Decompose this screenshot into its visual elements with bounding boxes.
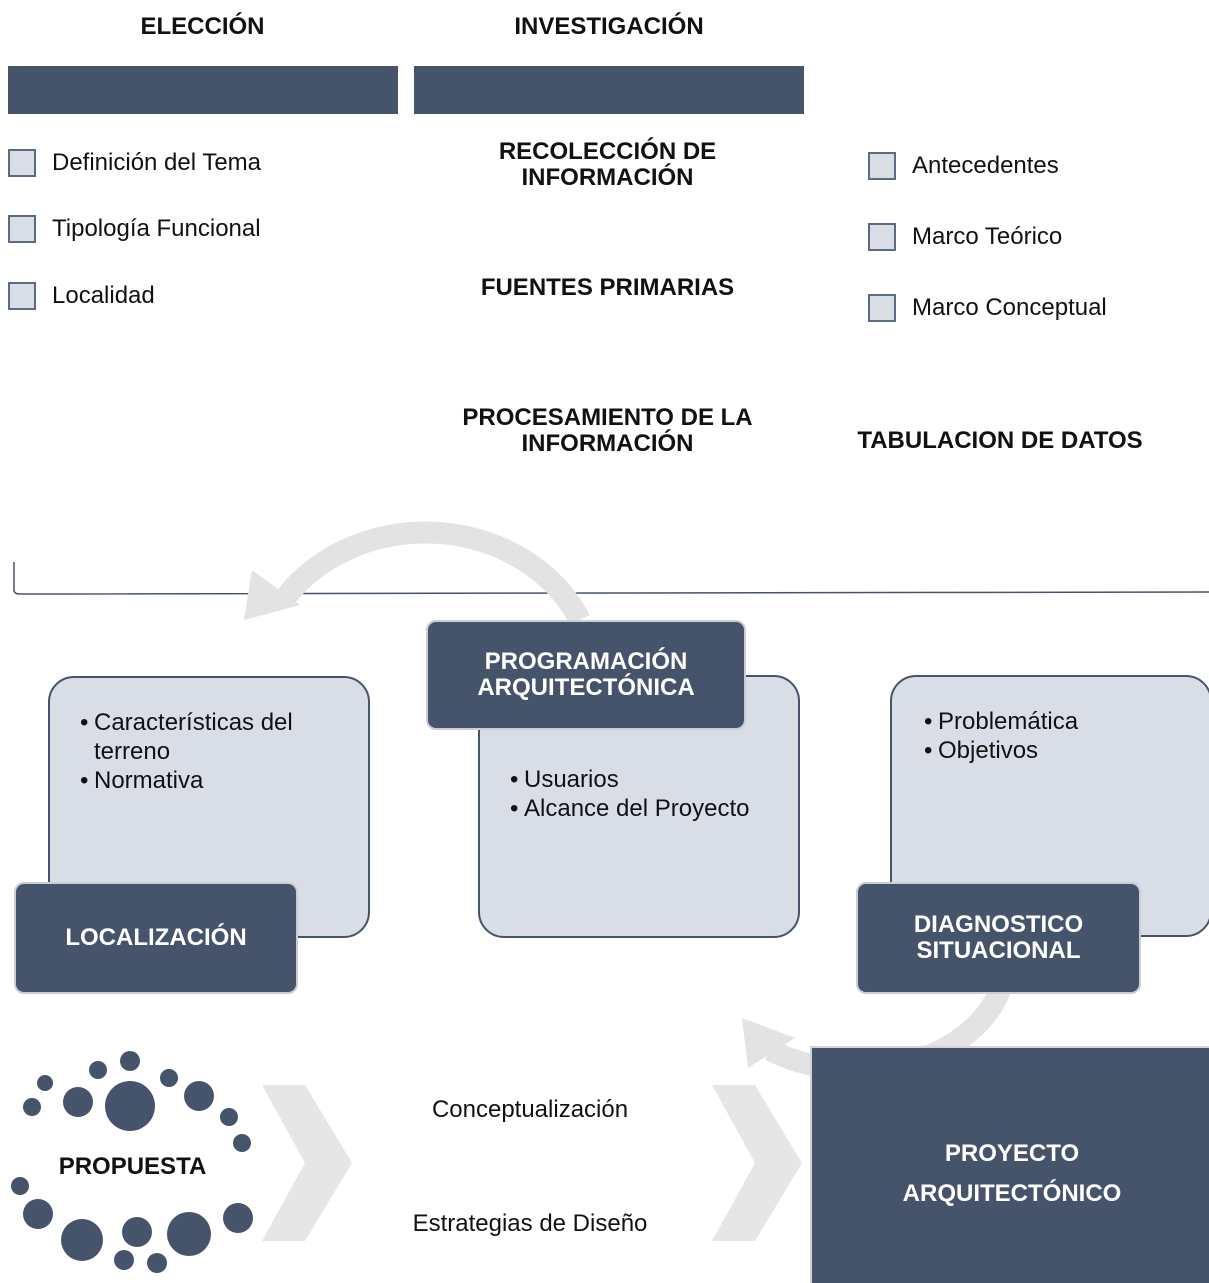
- programacion-bullets: Usuarios Alcance del Proyecto: [510, 765, 790, 823]
- bullet-item: Normativa: [80, 766, 360, 795]
- cycle-arrowhead-bottom: [742, 1018, 795, 1068]
- diagnostico-title: DIAGNOSTICO SITUACIONAL: [856, 882, 1141, 994]
- checkbox-icon: [868, 223, 896, 251]
- checkbox-icon: [868, 294, 896, 322]
- proyecto-box: PROYECTO ARQUITECTÓNICO: [810, 1046, 1209, 1283]
- conceptualizacion-label: Conceptualización: [431, 1096, 629, 1123]
- chevron-1-icon: [262, 1085, 352, 1241]
- marco-item-label: Marco Teórico: [912, 223, 1063, 250]
- bullet-item: Características del terreno: [80, 708, 360, 766]
- localizacion-bullets: Características del terreno Normativa: [80, 708, 360, 795]
- checkbox-icon: [8, 149, 36, 177]
- localizacion-title: LOCALIZACIÓN: [14, 882, 298, 994]
- estrategias-label: Estrategias de Diseño: [412, 1210, 648, 1237]
- eleccion-item-label: Definición del Tema: [52, 149, 262, 176]
- checkbox-icon: [8, 282, 36, 310]
- programacion-title: PROGRAMACIÓN ARQUITECTÓNICA: [426, 620, 746, 730]
- investigacion-heading: INVESTIGACIÓN: [514, 13, 704, 40]
- diagnostico-bullets: Problemática Objetivos: [924, 707, 1184, 765]
- cycle-arrow-top: [276, 521, 590, 626]
- bullet-item: Usuarios: [510, 765, 790, 794]
- eleccion-item: Definición del Tema: [8, 149, 261, 177]
- fuentes-heading: FUENTES PRIMARIAS: [480, 274, 735, 301]
- eleccion-heading: ELECCIÓN: [140, 13, 265, 40]
- chevron-2-icon: [712, 1085, 802, 1241]
- marco-item-label: Antecedentes: [912, 152, 1059, 179]
- marco-item: Antecedentes: [868, 152, 1059, 180]
- tabulacion-heading: TABULACION DE DATOS: [857, 427, 1143, 454]
- propuesta-dots: [11, 1051, 253, 1273]
- bullet-item: Alcance del Proyecto: [510, 794, 790, 823]
- eleccion-item-label: Localidad: [52, 282, 155, 309]
- bracket-line: [13, 562, 1209, 595]
- checkbox-icon: [868, 152, 896, 180]
- eleccion-item: Localidad: [8, 282, 155, 310]
- bullet-item: Objetivos: [924, 736, 1184, 765]
- propuesta-label: PROPUESTA: [58, 1153, 207, 1180]
- marco-item: Marco Conceptual: [868, 294, 1107, 322]
- marco-item: Marco Teórico: [868, 223, 1062, 251]
- bullet-item: Problemática: [924, 707, 1184, 736]
- recoleccion-heading: RECOLECCIÓN DE INFORMACIÓN: [498, 138, 717, 191]
- eleccion-bar: [8, 66, 398, 114]
- procesamiento-heading: PROCESAMIENTO DE LA INFORMACIÓN: [462, 404, 753, 457]
- eleccion-item: Tipología Funcional: [8, 215, 261, 243]
- eleccion-item-label: Tipología Funcional: [52, 215, 261, 242]
- marco-item-label: Marco Conceptual: [912, 294, 1107, 321]
- proyecto-label: PROYECTO ARQUITECTÓNICO: [902, 1140, 1122, 1207]
- checkbox-icon: [8, 215, 36, 243]
- cycle-arrowhead-top: [244, 570, 300, 620]
- investigacion-bar: [414, 66, 804, 114]
